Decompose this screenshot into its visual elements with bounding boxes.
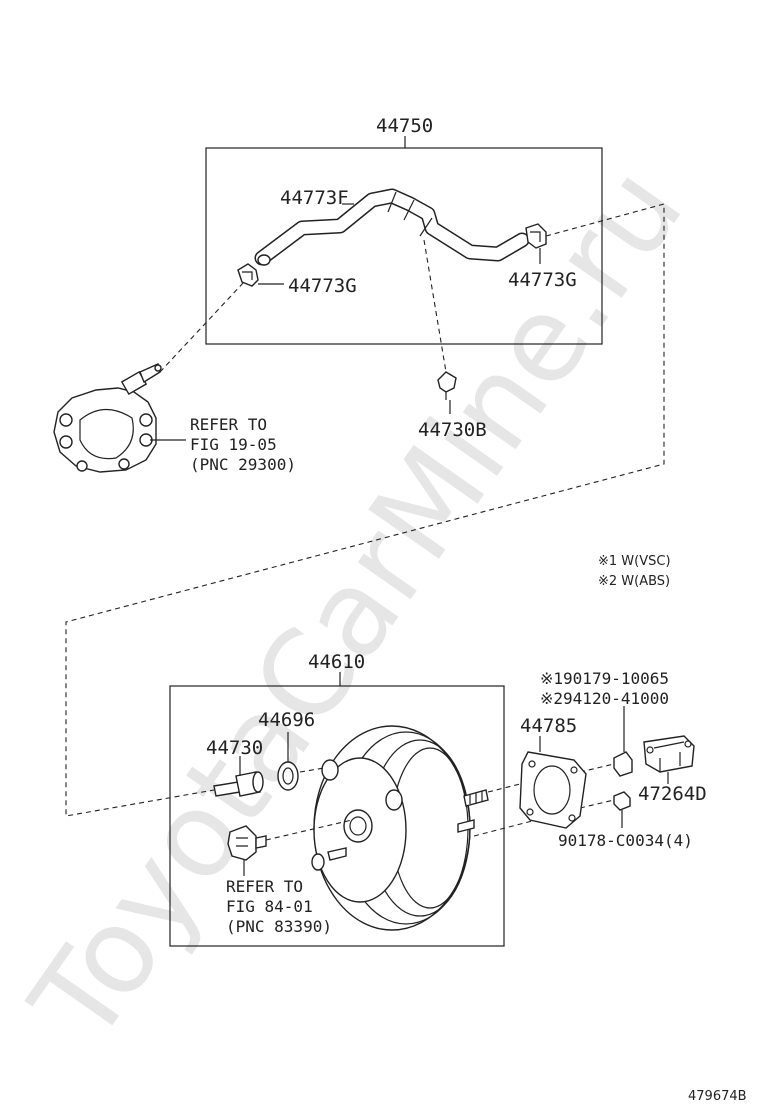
label-44730B: 44730B — [418, 419, 487, 441]
label-44773F: 44773F — [280, 187, 349, 209]
check-valve — [213, 771, 264, 797]
watermark: ToyotaCarMine.ru — [4, 142, 709, 1066]
nut-upper — [613, 751, 633, 777]
sensor-ref-line3: (PNC 83390) — [226, 917, 332, 936]
label-nut-4: 90178-C0034(4) — [558, 831, 693, 850]
booster-sensor — [227, 825, 267, 861]
pump-ref-line3: (PNC 29300) — [190, 455, 296, 474]
sensor-ref-line2: FIG 84-01 — [226, 897, 313, 916]
grommet — [277, 761, 299, 791]
label-47264D: 47264D — [638, 783, 707, 805]
leader-pump-to-clamp — [159, 281, 245, 373]
vacuum-hose — [254, 188, 530, 266]
label-44773G-left: 44773G — [288, 275, 357, 297]
leader-hose-to-clip — [423, 239, 447, 373]
gasket — [519, 751, 587, 829]
sensor-ref-line1: REFER TO — [226, 877, 303, 896]
pump-ref-line1: REFER TO — [190, 415, 267, 434]
leader-clamp-to-booster — [65, 203, 665, 817]
hose-clamp-right — [525, 223, 547, 249]
booster-assembly-box — [169, 685, 505, 947]
brake-booster — [311, 725, 489, 931]
label-44773G-right: 44773G — [508, 269, 577, 291]
pump-ref-line2: FIG 19-05 — [190, 435, 277, 454]
legend-note-1: ※1 W(VSC) — [598, 554, 671, 569]
label-44730: 44730 — [206, 737, 263, 759]
bracket — [643, 735, 695, 773]
label-nut-2: ※294120-41000 — [540, 689, 669, 708]
label-44750: 44750 — [376, 115, 433, 137]
diagram-id: 479674B — [688, 1089, 747, 1104]
hose-clip — [437, 371, 457, 400]
label-nut-1: ※190179-10065 — [540, 669, 669, 688]
vacuum-pump — [53, 363, 162, 473]
label-44610: 44610 — [308, 651, 365, 673]
hose-assembly-box — [205, 147, 603, 345]
label-44785: 44785 — [520, 715, 577, 737]
label-44696: 44696 — [258, 709, 315, 731]
hose-clamp-left — [237, 263, 259, 287]
nut-lower — [613, 791, 631, 811]
legend-note-2: ※2 W(ABS) — [598, 574, 670, 589]
